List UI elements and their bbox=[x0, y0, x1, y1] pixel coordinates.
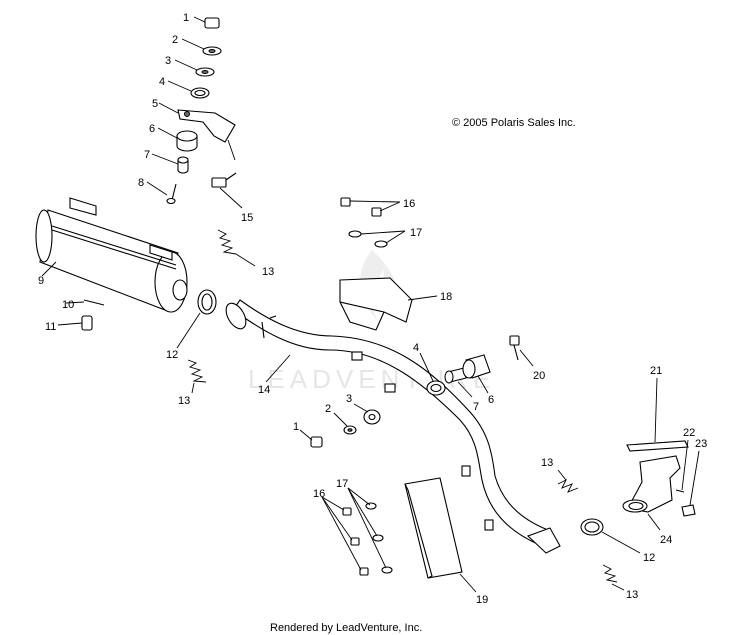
callout-15: 15 bbox=[241, 212, 253, 224]
callout-12: 12 bbox=[166, 349, 178, 361]
fastener-16-upper bbox=[340, 197, 401, 217]
mount-spacer-7 bbox=[151, 153, 189, 174]
nut-1-lower bbox=[299, 429, 323, 448]
fastener-16-lower bbox=[321, 496, 369, 576]
callout-24: 24 bbox=[660, 534, 672, 546]
callout-17: 17 bbox=[410, 227, 422, 239]
callout-16: 16 bbox=[313, 488, 325, 500]
isolator-6-middle bbox=[462, 354, 491, 394]
heat-shield-19 bbox=[404, 477, 477, 593]
heat-shield-18 bbox=[339, 277, 438, 331]
callout-13: 13 bbox=[178, 395, 190, 407]
callout-14: 14 bbox=[258, 384, 270, 396]
mount-bracket-5 bbox=[158, 102, 236, 161]
callout-13: 13 bbox=[541, 457, 553, 469]
callout-10: 10 bbox=[62, 299, 74, 311]
washer-17-upper bbox=[348, 230, 406, 248]
washer-17-lower bbox=[347, 487, 393, 574]
muffler-9 bbox=[35, 197, 188, 313]
callout-5: 5 bbox=[152, 98, 158, 110]
callout-7: 7 bbox=[473, 401, 479, 413]
spring-13-left bbox=[187, 359, 207, 394]
callout-1: 1 bbox=[293, 421, 299, 433]
gasket-21 bbox=[626, 377, 689, 452]
mount-grommet-4 bbox=[167, 80, 210, 99]
callout-13: 13 bbox=[626, 589, 638, 601]
spring-13-right-upper bbox=[557, 469, 579, 493]
spring-13-upper bbox=[217, 229, 256, 267]
callout-8: 8 bbox=[138, 177, 144, 189]
pin-22 bbox=[675, 439, 689, 493]
bolt-20 bbox=[509, 335, 534, 367]
washer-3-lower bbox=[353, 403, 381, 425]
spring-13-right-lower bbox=[602, 564, 625, 591]
spacer-7-middle bbox=[444, 367, 473, 398]
exhaust-flange-24 bbox=[622, 455, 681, 531]
callout-labels: 1 2 3 4 5 6 7 8 15 9 13 10 11 12 13 14 1… bbox=[38, 12, 707, 606]
footer-text: Rendered by LeadVenture, Inc. bbox=[270, 622, 422, 634]
callout-3: 3 bbox=[165, 55, 171, 67]
gasket-12-left bbox=[176, 289, 217, 349]
callout-20: 20 bbox=[533, 370, 545, 382]
callout-22: 22 bbox=[683, 427, 695, 439]
callout-12: 12 bbox=[643, 552, 655, 564]
callout-16: 16 bbox=[403, 198, 415, 210]
callout-18: 18 bbox=[440, 291, 452, 303]
callout-3: 3 bbox=[346, 393, 352, 405]
header-pipe-14 bbox=[225, 299, 561, 554]
callout-13: 13 bbox=[262, 266, 274, 278]
callout-23: 23 bbox=[695, 438, 707, 450]
callout-21: 21 bbox=[650, 365, 662, 377]
copyright-text: © 2005 Polaris Sales Inc. bbox=[452, 117, 576, 129]
callout-4: 4 bbox=[413, 342, 419, 354]
callout-6: 6 bbox=[488, 394, 494, 406]
callout-17: 17 bbox=[336, 478, 348, 490]
callout-7: 7 bbox=[144, 149, 150, 161]
mount-nut-1 bbox=[193, 16, 220, 29]
washer-2-lower bbox=[333, 412, 357, 435]
callout-6: 6 bbox=[149, 123, 155, 135]
muffler-pin-10 bbox=[65, 299, 105, 306]
mount-washer-3 bbox=[174, 59, 215, 77]
callout-2: 2 bbox=[172, 34, 178, 46]
mount-washer-2 bbox=[181, 38, 222, 56]
retainer-23 bbox=[681, 450, 700, 517]
mount-bolt-8 bbox=[146, 181, 177, 205]
callout-1: 1 bbox=[183, 12, 189, 24]
mount-bolt-15 bbox=[211, 172, 243, 209]
grommet-4-middle bbox=[419, 352, 446, 396]
callout-11: 11 bbox=[45, 321, 56, 333]
callout-2: 2 bbox=[325, 403, 331, 415]
mount-isolator-6 bbox=[157, 127, 198, 152]
callout-4: 4 bbox=[159, 76, 165, 88]
muffler-bolt-11 bbox=[57, 315, 93, 331]
callout-9: 9 bbox=[38, 275, 44, 287]
gasket-12-right bbox=[580, 518, 641, 554]
callout-19: 19 bbox=[476, 594, 488, 606]
